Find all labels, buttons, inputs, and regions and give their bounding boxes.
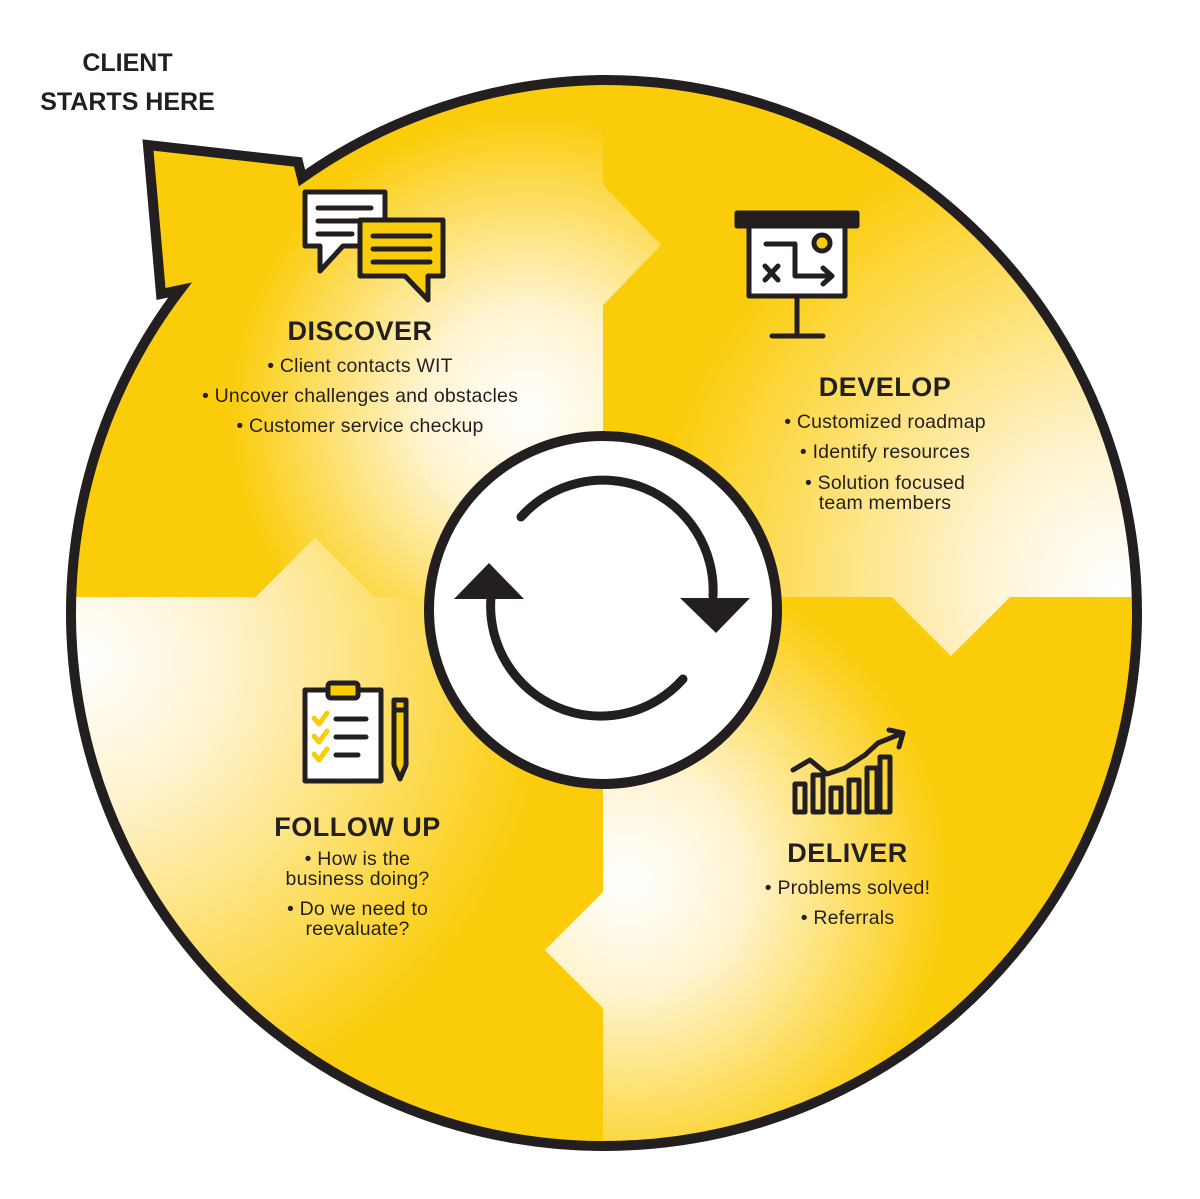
followup-title: FOLLOW UP bbox=[274, 812, 441, 842]
cycle-arrows-icon bbox=[424, 431, 782, 789]
growth-chart-icon bbox=[790, 727, 906, 815]
followup-bullet-1-line-1: How is the bbox=[250, 849, 465, 869]
discover-bullet-1: Client contacts WIT bbox=[180, 351, 540, 381]
cycle-outline bbox=[65, 74, 1142, 1151]
deliver-bullet-1: Problems solved! bbox=[730, 873, 965, 903]
followup-bullet-2-line-2: reevaluate? bbox=[305, 918, 410, 940]
deliver-bullet-2: Referrals bbox=[730, 903, 965, 933]
followup-section: FOLLOW UP How is the business doing? Do … bbox=[250, 811, 465, 939]
followup-bullet-2: Do we need to reevaluate? bbox=[250, 899, 465, 939]
discover-bullet-2: Uncover challenges and obstacles bbox=[180, 381, 540, 411]
discover-bullet-3: Customer service checkup bbox=[180, 411, 540, 441]
followup-bullet-1: How is the business doing? bbox=[250, 849, 465, 889]
discover-section: DISCOVER Client contacts WIT Uncover cha… bbox=[180, 315, 540, 441]
develop-title: DEVELOP bbox=[818, 372, 952, 402]
start-label-line-2: STARTS HERE bbox=[40, 88, 215, 116]
deliver-section: DELIVER Problems solved! Referrals bbox=[730, 837, 965, 933]
deliver-title: DELIVER bbox=[787, 838, 908, 868]
develop-bullet-3-line-2: team members bbox=[818, 492, 952, 514]
client-starts-here-label: CLIENT STARTS HERE bbox=[20, 44, 235, 122]
discover-title: DISCOVER bbox=[287, 316, 433, 346]
develop-bullet-2: Identify resources bbox=[740, 437, 1030, 467]
clipboard-checklist-icon bbox=[302, 680, 409, 784]
develop-bullet-3-line-1: Solution focused bbox=[740, 473, 1030, 493]
develop-bullet-1: Customized roadmap bbox=[740, 407, 1030, 437]
presentation-board-icon bbox=[734, 210, 860, 339]
chat-bubbles-icon bbox=[302, 189, 446, 303]
start-label-line-1: CLIENT bbox=[82, 49, 173, 77]
followup-bullet-1-line-2: business doing? bbox=[285, 868, 430, 890]
followup-bullet-2-line-1: Do we need to bbox=[250, 899, 465, 919]
develop-bullet-3: Solution focused team members bbox=[740, 473, 1030, 513]
develop-section: DEVELOP Customized roadmap Identify reso… bbox=[740, 371, 1030, 513]
